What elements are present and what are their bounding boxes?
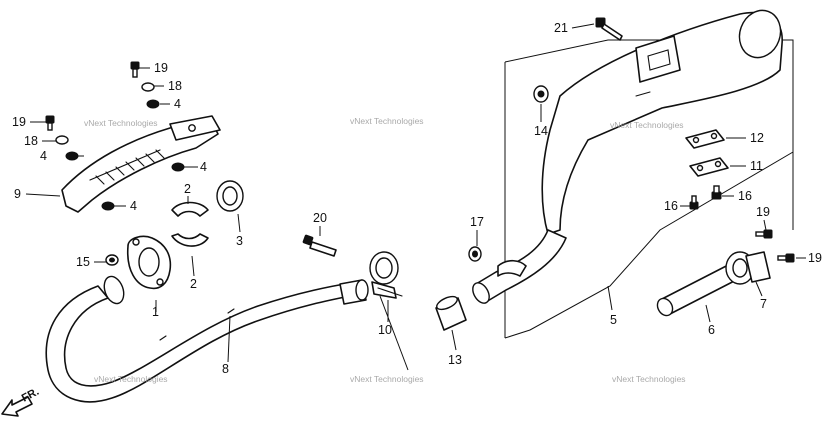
front-label: FR. <box>20 386 41 405</box>
callout-3: 3 <box>236 234 243 248</box>
callout-7: 7 <box>760 297 767 311</box>
callout-16-left: 16 <box>664 199 678 213</box>
bracket-11 <box>689 157 729 177</box>
callout-2-top: 2 <box>184 182 191 196</box>
watermark-1: vNext Technologies <box>84 118 158 128</box>
watermark-6: vNext Technologies <box>612 374 686 384</box>
callout-11: 11 <box>750 159 763 173</box>
collar-halves <box>171 201 209 247</box>
exhaust-pipe <box>45 275 369 403</box>
band-clamp <box>369 251 403 299</box>
callout-9: 9 <box>14 187 21 201</box>
nut-4-mid <box>171 162 185 172</box>
spark-arrester-cap <box>725 251 771 285</box>
muffler <box>472 9 783 304</box>
heat-guard <box>61 115 221 213</box>
callout-13: 13 <box>448 353 462 367</box>
bolt-19-left <box>45 115 55 131</box>
callout-21: 21 <box>554 21 568 35</box>
bolt-21 <box>595 17 623 41</box>
muffler-assembly-frame <box>504 39 794 339</box>
gasket-sleeve <box>435 295 467 331</box>
callout-20: 20 <box>313 211 327 225</box>
callout-14: 14 <box>534 124 548 138</box>
callout-19-right: 19 <box>808 251 822 265</box>
callout-2-bottom: 2 <box>190 277 197 291</box>
nut-15 <box>105 254 119 266</box>
bolt-20 <box>302 234 337 257</box>
callout-17: 17 <box>470 215 484 229</box>
front-direction-indicator: FR. <box>1 386 41 417</box>
callout-5: 5 <box>610 313 617 327</box>
callout-18-left: 18 <box>24 134 38 148</box>
gasket-ring <box>216 180 244 212</box>
leader-lines <box>25 23 806 371</box>
nut-4-left <box>65 151 79 161</box>
callout-19-right-top: 19 <box>756 205 770 219</box>
callout-19-left: 19 <box>12 115 26 129</box>
callout-15: 15 <box>76 255 90 269</box>
bolt-19-right-top <box>755 229 773 239</box>
front-arrow-icon <box>1 396 33 417</box>
bolt-16-left <box>689 195 699 210</box>
nut-17 <box>468 246 482 262</box>
callout-18-top: 18 <box>168 79 182 93</box>
callout-19-top: 19 <box>154 61 168 75</box>
callout-4-top: 4 <box>174 97 181 111</box>
callout-4-bottom: 4 <box>130 199 137 213</box>
callout-6: 6 <box>708 323 715 337</box>
nut-4-top <box>146 99 160 109</box>
callout-8: 8 <box>222 362 229 376</box>
callout-4-mid: 4 <box>200 160 207 174</box>
washer-18-top <box>141 82 155 92</box>
callout-labels: 1 2 2 3 4 4 4 4 5 6 7 8 9 10 11 12 13 14… <box>12 21 822 376</box>
callout-4-left: 4 <box>40 149 47 163</box>
bolt-16-right <box>711 185 722 200</box>
watermarks: vNext Technologies vNext Technologies vN… <box>84 116 686 384</box>
watermark-5: vNext Technologies <box>350 374 424 384</box>
callout-16-right: 16 <box>738 189 752 203</box>
callout-1: 1 <box>152 305 159 319</box>
washer-18-left <box>55 135 69 145</box>
bolt-19-top <box>130 61 140 78</box>
callout-10: 10 <box>378 323 392 337</box>
watermark-4: vNext Technologies <box>94 374 168 384</box>
bolt-19-right <box>777 253 795 263</box>
callout-12: 12 <box>750 131 764 145</box>
nut-14 <box>533 85 549 103</box>
nut-4-bottom <box>101 201 115 211</box>
bracket-12 <box>685 129 725 149</box>
watermark-3: vNext Technologies <box>610 120 684 130</box>
watermark-2: vNext Technologies <box>350 116 424 126</box>
joint-plate <box>126 235 172 290</box>
